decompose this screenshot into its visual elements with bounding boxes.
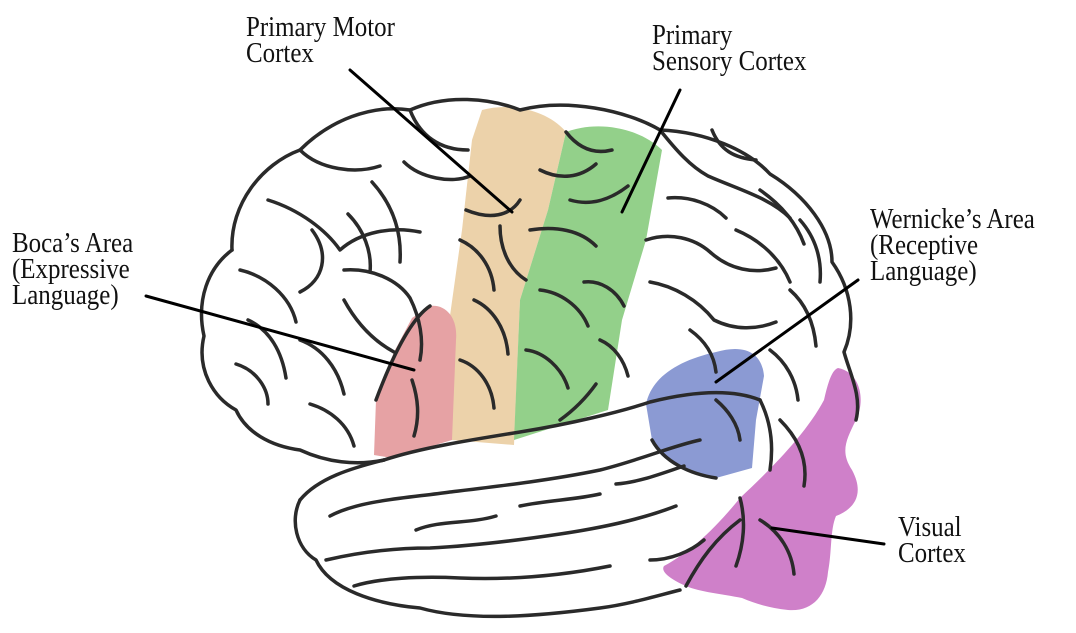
- primary-motor-cortex-label: Primary Motor Cortex: [246, 14, 395, 66]
- wernickes-area-label: Wernicke’s Area (Receptive Language): [870, 206, 1035, 284]
- primary-sensory-cortex-label: Primary Sensory Cortex: [652, 22, 806, 74]
- wernickes-area-region: [646, 349, 764, 478]
- brocas-area-label: Boca’s Area (Expressive Language): [12, 230, 133, 308]
- visual-cortex-label: Visual Cortex: [898, 514, 966, 566]
